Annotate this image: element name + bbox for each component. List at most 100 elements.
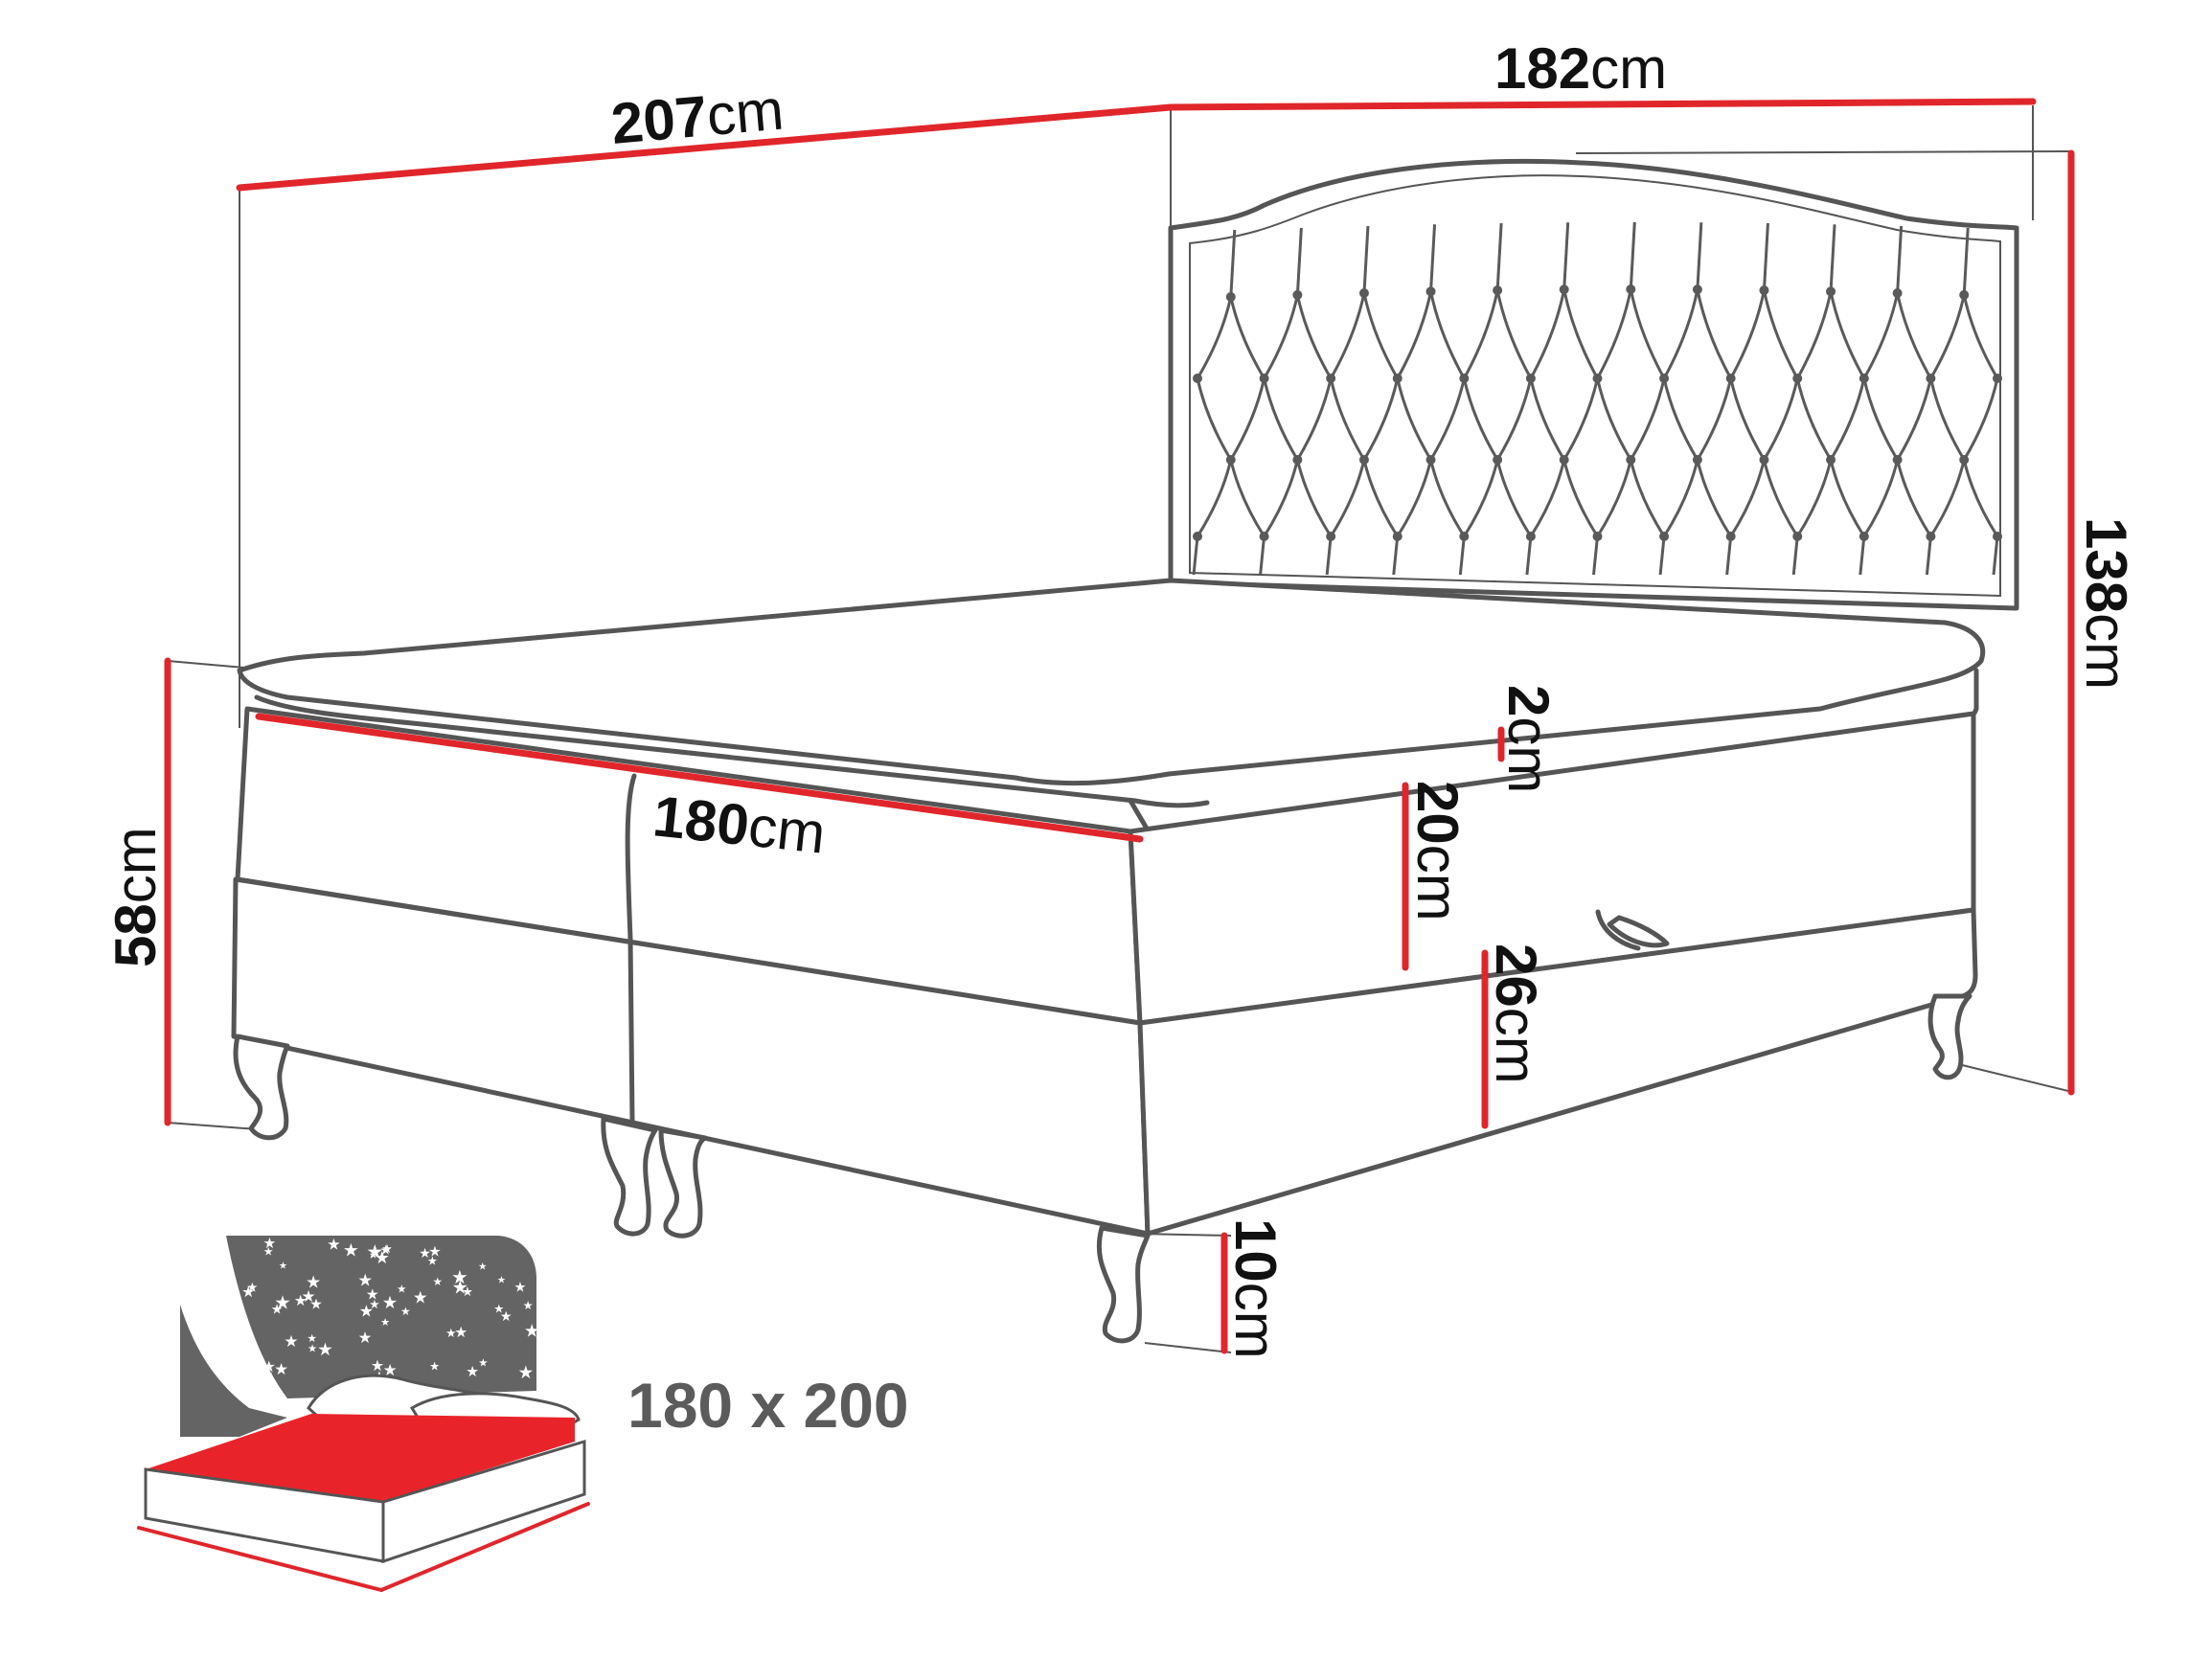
tuft-seam: [1458, 535, 1466, 576]
star-icon: ★: [343, 1241, 359, 1261]
star-icon: ★: [263, 1244, 274, 1258]
tuft-seam: [1429, 291, 1466, 379]
tuft-button: [1826, 455, 1836, 465]
star-icon: ★: [427, 1254, 438, 1267]
tuft-seam: [1896, 292, 1932, 379]
topper-label: 2cm: [1496, 685, 1561, 793]
dimension-lines: [164, 98, 2075, 1354]
tuft-button: [1959, 455, 1970, 465]
tuft-seam: [1662, 288, 1699, 379]
star-icon: ★: [413, 1288, 428, 1307]
tuft-button: [1759, 455, 1769, 465]
tuft-seam: [1729, 289, 1766, 379]
tuft-seam: [1495, 377, 1533, 461]
tuft-seam: [1859, 535, 1866, 576]
tuft-seam: [1629, 459, 1666, 537]
star-icon: ★: [523, 1299, 534, 1312]
dimension-labels: 207cm 182cm 138cm 58cm 180cm 2cm 20cm 26…: [103, 36, 2138, 1359]
tuft-seam: [1929, 294, 1966, 379]
tuft-seam: [1896, 377, 1932, 461]
star-icon: ★: [359, 1303, 374, 1322]
tuft-seam: [1495, 459, 1533, 537]
mattress-size-label: 180 x 200: [627, 1370, 909, 1441]
star-icon: ★: [397, 1283, 406, 1296]
tuft-button: [1826, 286, 1836, 297]
tuft-seam: [1829, 377, 1866, 461]
star-icon: ★: [379, 1243, 391, 1259]
star-icon: ★: [274, 1360, 288, 1378]
tuft-button: [1692, 455, 1702, 465]
mattress-width-label: 180cm: [650, 784, 829, 865]
tuft-button: [1792, 532, 1803, 541]
star-icon: ★: [383, 1360, 398, 1379]
tuft-seam: [1562, 222, 1570, 290]
star-icon: ★: [241, 1283, 255, 1301]
tuft-button: [1725, 532, 1736, 541]
star-icon: ★: [274, 1292, 291, 1314]
tuft-seam: [1529, 288, 1566, 379]
star-icon: ★: [306, 1272, 321, 1292]
star-icon: ★: [419, 1246, 431, 1261]
tuft-button: [1926, 532, 1936, 541]
tuft-button: [1459, 532, 1470, 541]
tuft-seam: [1925, 535, 1932, 576]
tuft-button: [1692, 284, 1702, 295]
tuft-seam: [1592, 535, 1599, 576]
width-dimension-line: [1167, 98, 2037, 111]
tuft-button: [1659, 374, 1670, 383]
tuft-button: [1326, 532, 1336, 541]
star-icon: ★: [500, 1309, 513, 1325]
star-icon: ★: [262, 1357, 276, 1375]
tuft-button: [1859, 374, 1869, 383]
tuft-seam: [1896, 225, 1904, 294]
tuft-seam: [1329, 377, 1366, 461]
star-icon: ★: [294, 1292, 308, 1309]
tuft-seam: [1329, 459, 1366, 537]
star-icon: ★: [462, 1284, 473, 1300]
tuft-button: [1993, 532, 2002, 541]
star-icon: ★: [308, 1342, 317, 1354]
length-label: 207cm: [608, 78, 786, 156]
tuft-seam: [1962, 377, 1999, 461]
mattress-width-dimension-line: [255, 713, 1144, 843]
tuft-seam: [1362, 459, 1400, 537]
star-icon: ★: [284, 1332, 298, 1352]
tuft-button: [1292, 289, 1303, 300]
tuft-button: [1559, 455, 1569, 465]
tuft-seam: [1762, 289, 1799, 379]
tuft-button: [1193, 532, 1202, 541]
tuft-seam: [1295, 227, 1303, 296]
star-icon: ★: [524, 1321, 539, 1341]
tuft-seam: [1495, 289, 1533, 379]
tuft-button: [1292, 455, 1303, 465]
tuft-seam: [1630, 377, 1666, 461]
star-icon: ★: [358, 1329, 373, 1347]
tuft-seam: [1962, 459, 1999, 537]
tuft-seam: [1763, 377, 1799, 461]
tuft-seam: [1396, 459, 1433, 537]
star-icon: ★: [327, 1235, 340, 1253]
star-icon: ★: [302, 1286, 316, 1306]
star-icon: ★: [380, 1316, 390, 1329]
star-icon: ★: [308, 1331, 317, 1345]
tuft-seam: [1463, 289, 1499, 379]
star-icon: ★: [357, 1271, 373, 1291]
total-height-label: 138cm: [2074, 517, 2138, 690]
tuft-button: [1193, 374, 1202, 383]
tuft-seam: [1629, 288, 1666, 379]
tuft-button: [1626, 455, 1636, 465]
tuft-seam: [1192, 535, 1199, 576]
tuft-seam: [1396, 377, 1432, 461]
tuft-seam: [1862, 292, 1900, 379]
star-icon: ★: [271, 1303, 284, 1318]
tuft-button: [1892, 455, 1903, 465]
tuft-button: [1525, 532, 1536, 541]
tuft-button: [1592, 532, 1603, 541]
tuft-button: [1225, 292, 1236, 302]
star-icon: ★: [478, 1355, 488, 1369]
tuft-seam: [1629, 221, 1636, 290]
tuft-button: [1225, 455, 1236, 465]
tuft-button: [1926, 374, 1936, 383]
tuft-button: [1358, 455, 1369, 465]
tuft-button: [1459, 374, 1470, 383]
